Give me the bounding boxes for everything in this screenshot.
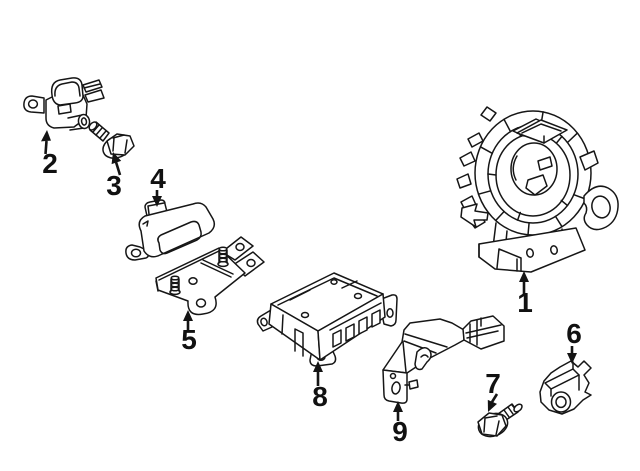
callout-arrow-4 (152, 190, 162, 207)
control-module-bracket-drawing (382, 315, 505, 404)
callout-label-1: 1 (517, 287, 533, 318)
callout-label-8: 8 (312, 381, 328, 412)
bolt-3-drawing (88, 121, 135, 159)
side-impact-sensor-drawing (125, 199, 216, 261)
callout-arrow-1 (519, 271, 529, 294)
callout-label-3: 3 (106, 170, 122, 201)
callout-label-2: 2 (42, 148, 58, 179)
callout-label-7: 7 (485, 368, 501, 399)
callout-arrow-5 (183, 310, 193, 330)
sensor-bracket-drawing (155, 236, 265, 316)
callout-label-4: 4 (150, 163, 166, 194)
bolt-7-drawing (477, 403, 523, 438)
callout-arrow-7 (487, 393, 499, 412)
front-impact-sensor-drawing (23, 77, 105, 131)
callout-arrow-2 (41, 130, 51, 155)
clockspring-drawing (456, 106, 619, 273)
airbag-control-module-drawing (256, 272, 398, 367)
rear-impact-sensor-drawing (539, 360, 592, 415)
callout-label-5: 5 (181, 324, 197, 355)
callout-arrow-6 (567, 346, 577, 364)
callout-arrow-8 (313, 361, 323, 386)
callout-label-6: 6 (566, 318, 582, 349)
callout-arrow-9 (393, 401, 403, 421)
callout-label-9: 9 (392, 416, 408, 447)
callout-arrow-3 (111, 152, 122, 176)
